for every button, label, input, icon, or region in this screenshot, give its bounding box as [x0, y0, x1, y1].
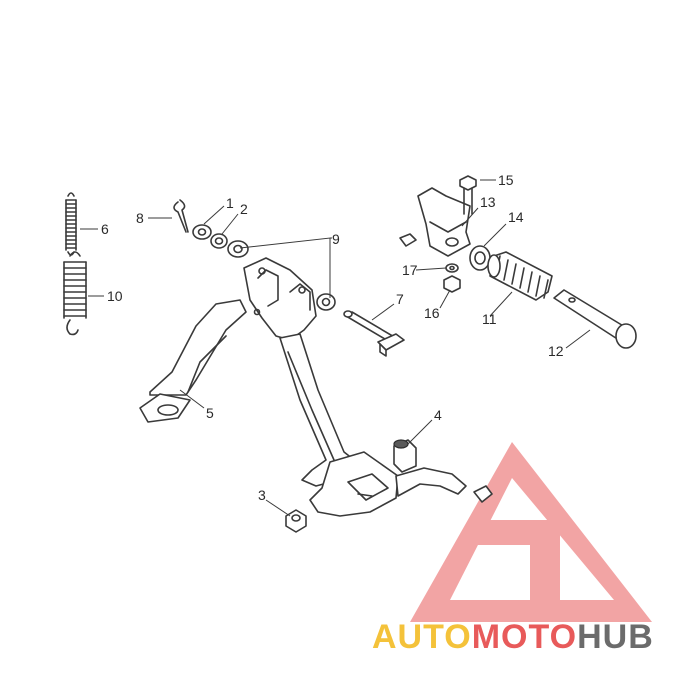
watermark-wordmark: AUTOMOTOHUB — [372, 618, 654, 656]
callout-13: 13 — [480, 194, 496, 210]
leader-lines — [80, 179, 591, 517]
stand-nut — [285, 509, 307, 533]
callout-10: 10 — [107, 288, 123, 304]
callout-8: 8 — [136, 210, 144, 226]
callout-7: 7 — [396, 291, 404, 307]
rubber-stopper — [393, 439, 417, 473]
callout-5: 5 — [206, 405, 214, 421]
center-stand — [139, 257, 467, 517]
watermark-hub: HUB — [577, 618, 654, 656]
bolt-15 — [459, 175, 477, 215]
washer-1 — [192, 224, 212, 240]
washer-14 — [469, 245, 491, 271]
watermark-auto: AUTO — [372, 618, 472, 656]
callout-17: 17 — [402, 262, 418, 278]
washer-17 — [445, 263, 459, 273]
spring-small — [65, 192, 77, 256]
washer-2 — [210, 233, 228, 249]
pivot-shaft — [343, 310, 405, 357]
callout-14: 14 — [508, 209, 524, 225]
washer-9b — [316, 293, 336, 311]
footrest-grip — [487, 251, 553, 301]
footrest-peg — [553, 289, 637, 349]
callout-9: 9 — [332, 231, 340, 247]
callout-16: 16 — [424, 305, 440, 321]
callout-1: 1 — [226, 195, 234, 211]
watermark-logo — [410, 442, 652, 622]
callout-15: 15 — [498, 172, 514, 188]
callout-labels: 6 10 8 1 2 9 5 3 4 7 15 13 14 17 16 11 1… — [101, 172, 564, 503]
washer-9a — [227, 240, 249, 258]
callout-3: 3 — [258, 487, 266, 503]
nut-16 — [443, 275, 461, 293]
footrest-bracket — [417, 187, 471, 257]
callout-6: 6 — [101, 221, 109, 237]
spring-large — [63, 251, 87, 336]
callout-4: 4 — [434, 407, 442, 423]
cotter-pin — [173, 199, 189, 233]
svg-text:AUTOMOTOHUB: AUTOMOTOHUB — [372, 618, 654, 656]
lever-cap — [473, 485, 493, 503]
watermark-moto: MOTO — [472, 618, 577, 656]
screw-small — [399, 233, 417, 247]
callout-12: 12 — [548, 343, 564, 359]
callout-2: 2 — [240, 201, 248, 217]
callout-11: 11 — [482, 311, 497, 327]
